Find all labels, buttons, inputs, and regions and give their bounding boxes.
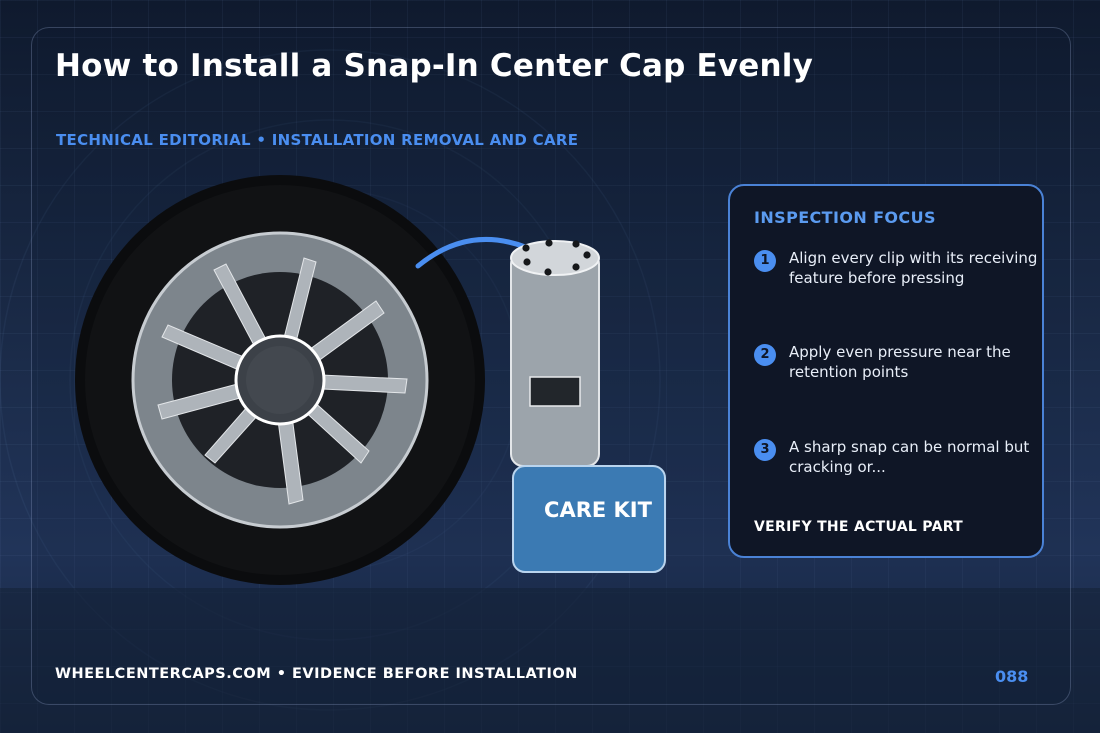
step-number-badge: 2 [754, 344, 776, 366]
footer-text: WHEELCENTERCAPS.COM • EVIDENCE BEFORE IN… [55, 666, 578, 682]
inspection-item-text: A sharp snap can be normal but cracking … [789, 438, 1030, 476]
inspection-item-text: Apply even pressure near the retention p… [789, 343, 1011, 381]
page-title: How to Install a Snap-In Center Cap Even… [55, 48, 814, 84]
page-number: 088 [995, 667, 1029, 686]
inspection-panel: INSPECTION FOCUS 1 Align every clip with… [728, 184, 1044, 558]
care-kit-box [512, 465, 666, 573]
step-number-badge: 3 [754, 439, 776, 461]
page-subtitle: TECHNICAL EDITORIAL • INSTALLATION REMOV… [56, 131, 579, 149]
panel-verify-note: VERIFY THE ACTUAL PART [754, 519, 964, 535]
panel-heading: INSPECTION FOCUS [754, 208, 936, 227]
inspection-item-text: Align every clip with its receiving feat… [789, 249, 1038, 287]
footer-band [0, 588, 1100, 733]
care-kit-label: CARE KIT [544, 498, 653, 522]
canister-icon [510, 239, 600, 467]
step-number-badge: 1 [754, 250, 776, 272]
